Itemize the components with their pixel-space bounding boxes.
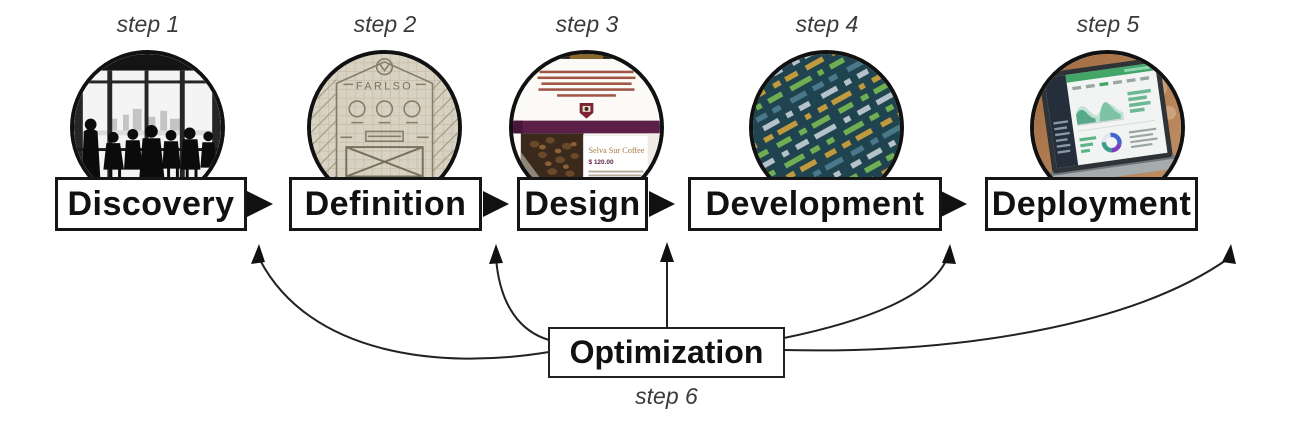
people-silhouettes (81, 118, 218, 186)
step-6-label: step 6 (635, 383, 698, 409)
dashboard-header (1065, 62, 1156, 83)
deployment-label: Deployment (991, 184, 1192, 223)
definition-label: Definition (304, 184, 467, 223)
step-2-label: step 2 (353, 11, 417, 37)
arrow-right-icon (941, 191, 967, 217)
step-5-label: step 5 (1076, 11, 1140, 37)
product-price: $ 120.00 (588, 159, 614, 166)
optimization-label: Optimization (569, 334, 764, 370)
area-chart (1075, 102, 1125, 127)
right-bars (1127, 88, 1152, 114)
sketch-brand-text: FARLSO (356, 80, 413, 92)
step-3-label: step 3 (555, 11, 619, 37)
step-4-label: step 4 (795, 11, 859, 37)
development-box: Development (688, 177, 942, 231)
donut-chart (1101, 132, 1122, 153)
mini-table (1128, 127, 1158, 149)
product-title: Selva Sur Coffee (588, 146, 644, 155)
discovery-label: Discovery (67, 184, 235, 223)
definition-box: Definition (289, 177, 482, 231)
city-skyline (109, 108, 183, 131)
step-1-label: step 1 (116, 11, 180, 37)
purple-banner (513, 120, 660, 134)
stats-row (1072, 76, 1150, 91)
deployment-box: Deployment (985, 177, 1198, 231)
arrowhead-icon (1222, 244, 1236, 264)
arrowhead-icon (489, 244, 503, 264)
development-label: Development (705, 184, 925, 223)
arrow-to-discovery (259, 259, 550, 360)
intro-paragraph-lines (537, 70, 636, 97)
page-outline (335, 60, 434, 201)
arrow-right-icon (483, 191, 509, 217)
arrow-to-deployment (783, 255, 949, 339)
design-box: Design (517, 177, 648, 231)
arrowhead-icon (942, 244, 956, 264)
logo-sketch (375, 58, 394, 76)
arrow-right-icon (247, 191, 273, 217)
arrowhead-icon (251, 244, 265, 264)
arrow-to-end (783, 257, 1230, 352)
arrow-to-design (495, 257, 550, 341)
analytics-laptop (1030, 50, 1185, 205)
discovery-box: Discovery (55, 177, 247, 231)
bottom-bars (1079, 136, 1097, 154)
shield-logo (579, 103, 594, 119)
window-mullions (74, 70, 221, 181)
arrow-right-icon (649, 191, 675, 217)
optimization-box: Optimization (548, 327, 785, 378)
arrowhead-icon (660, 242, 674, 262)
laptop (1039, 57, 1181, 186)
design-label: Design (524, 184, 641, 223)
